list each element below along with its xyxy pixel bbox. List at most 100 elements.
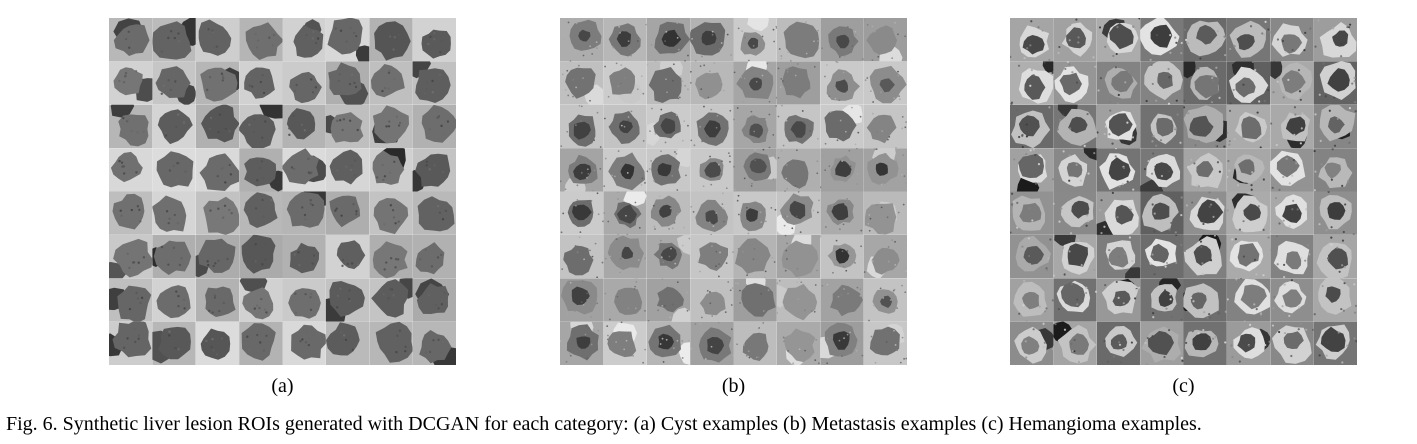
roi-tile — [369, 234, 413, 279]
roi-tile — [412, 104, 456, 149]
roi-tile — [776, 61, 821, 105]
roi-tile — [195, 234, 240, 279]
roi-tile — [195, 18, 240, 62]
roi-tile — [152, 104, 196, 149]
roi-tile — [646, 148, 691, 192]
roi-tile — [1140, 104, 1184, 149]
roi-tile — [239, 18, 283, 62]
roi-tile — [646, 278, 691, 322]
roi-tile — [690, 104, 734, 149]
roi-tile — [152, 234, 196, 279]
roi-tile — [282, 321, 326, 365]
roi-tile — [733, 104, 777, 149]
roi-tile — [369, 191, 413, 235]
hemangioma-roi-grid — [1010, 18, 1357, 365]
panel-label-a: (a) — [271, 375, 294, 397]
roi-tile — [1226, 191, 1271, 235]
roi-tile — [1053, 278, 1097, 322]
roi-tile — [109, 321, 153, 365]
roi-tile — [369, 148, 413, 192]
roi-tile — [776, 18, 821, 62]
roi-tile — [560, 278, 604, 322]
roi-tile — [369, 104, 413, 149]
roi-tile — [863, 104, 907, 149]
roi-tile — [325, 104, 370, 149]
roi-tile — [1010, 104, 1054, 149]
roi-tile — [1270, 18, 1314, 62]
metastasis-roi-image — [560, 18, 907, 365]
roi-tile — [776, 234, 821, 279]
roi-tile — [820, 234, 864, 279]
roi-tile — [690, 234, 734, 279]
roi-tile — [776, 321, 821, 365]
roi-tile — [412, 321, 456, 365]
roi-tile — [690, 18, 734, 62]
roi-tile — [325, 234, 370, 279]
roi-tile — [1140, 61, 1184, 105]
roi-tile — [1053, 321, 1097, 365]
roi-tile — [1010, 18, 1054, 62]
roi-tile — [1270, 321, 1314, 365]
roi-tile — [863, 148, 907, 192]
roi-tile — [239, 104, 283, 149]
roi-tile — [195, 321, 240, 365]
roi-tile — [195, 278, 240, 322]
roi-tile — [863, 191, 907, 235]
roi-tile — [1313, 148, 1357, 192]
roi-tile — [863, 18, 907, 62]
roi-tile — [820, 61, 864, 105]
roi-tile — [863, 61, 907, 105]
roi-tile — [1183, 234, 1227, 279]
roi-tile — [325, 278, 370, 322]
roi-tile — [690, 61, 734, 105]
roi-tile — [1313, 234, 1357, 279]
roi-tile — [1053, 18, 1097, 62]
roi-tile — [282, 148, 326, 192]
panel-label-b: (b) — [721, 375, 746, 397]
roi-tile — [1010, 321, 1054, 365]
roi-tile — [1313, 18, 1357, 62]
roi-tile — [282, 104, 326, 149]
roi-tile — [603, 321, 647, 365]
roi-tile — [195, 148, 240, 192]
roi-tile — [560, 104, 604, 149]
roi-tile — [690, 191, 734, 235]
roi-tile — [1183, 104, 1227, 149]
roi-tile — [863, 234, 907, 279]
roi-tile — [1096, 148, 1141, 192]
roi-tile — [152, 321, 196, 365]
roi-tile — [369, 278, 413, 322]
roi-tile — [1053, 234, 1097, 279]
roi-tile — [1226, 234, 1271, 279]
roi-tile — [1053, 104, 1097, 149]
roi-tile — [603, 278, 647, 322]
roi-tile — [560, 234, 604, 279]
roi-tile — [1096, 191, 1141, 235]
roi-tile — [1140, 321, 1184, 365]
roi-tile — [109, 191, 153, 235]
roi-tile — [1096, 321, 1141, 365]
roi-tile — [325, 18, 370, 62]
roi-tile — [412, 278, 456, 322]
roi-tile — [776, 148, 821, 192]
roi-tile — [1053, 61, 1097, 105]
roi-tile — [603, 191, 647, 235]
roi-tile — [239, 148, 283, 192]
roi-tile — [239, 191, 283, 235]
roi-tile — [603, 18, 647, 62]
roi-tile — [1183, 18, 1227, 62]
roi-tile — [325, 191, 370, 235]
roi-tile — [152, 18, 196, 62]
roi-tile — [239, 321, 283, 365]
roi-tile — [1183, 148, 1227, 192]
roi-tile — [1270, 61, 1314, 105]
roi-tile — [325, 321, 370, 365]
roi-tile — [1053, 148, 1097, 192]
roi-tile — [690, 321, 734, 365]
roi-tile — [1226, 61, 1271, 105]
roi-tile — [1183, 191, 1227, 235]
roi-tile — [282, 18, 326, 62]
roi-tile — [109, 278, 153, 322]
roi-tile — [325, 148, 370, 192]
roi-tile — [603, 234, 647, 279]
